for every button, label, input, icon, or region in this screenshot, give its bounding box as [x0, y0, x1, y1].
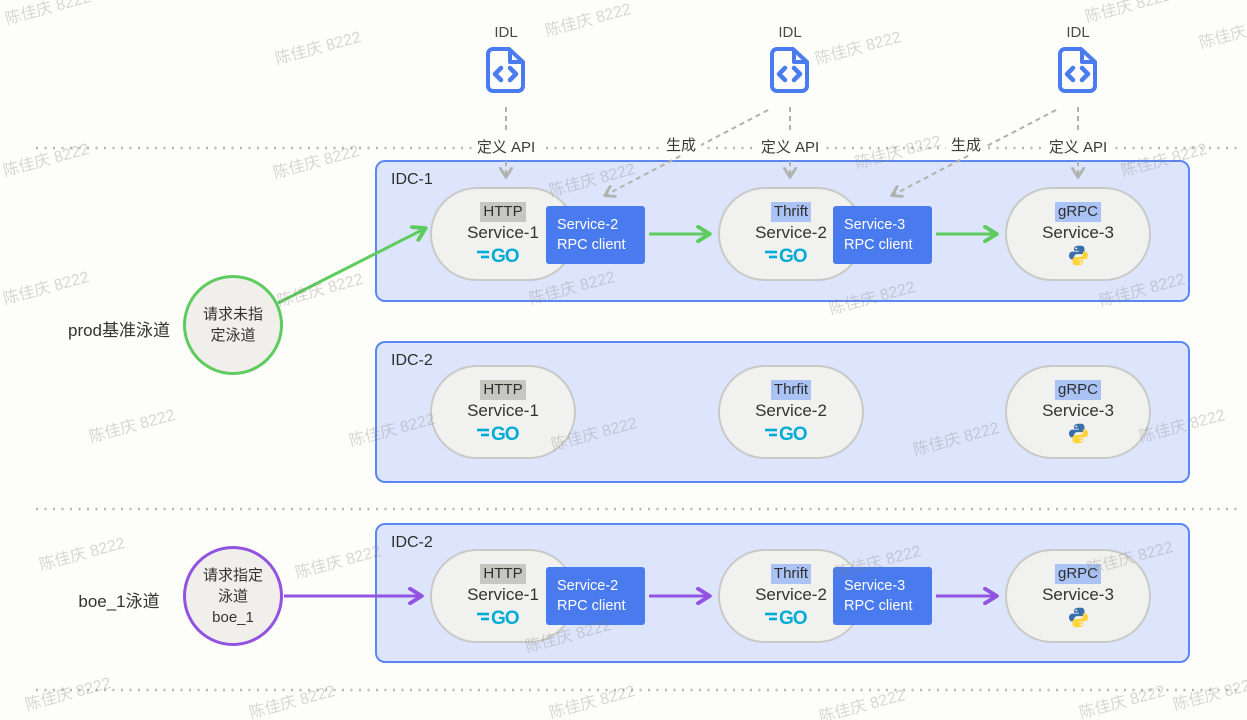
watermark: 陈佳庆 8222	[547, 683, 637, 720]
rpc-line: Service-2	[557, 578, 619, 594]
generate-label-2: 生成	[945, 134, 987, 155]
svg-text:GO: GO	[779, 608, 807, 627]
go-logo-icon: GO	[764, 422, 818, 445]
lane-label-boe1: boe_1泳道	[78, 592, 160, 611]
watermark: 陈佳庆 8222	[271, 143, 361, 183]
service-node-s1: HTTP Service-1 GO	[430, 549, 576, 643]
idl-label: IDL	[494, 24, 518, 41]
protocol-tag: Thrfit	[770, 379, 812, 400]
watermark: 陈佳庆 8222	[273, 29, 363, 69]
svg-text:GO: GO	[779, 424, 807, 443]
define-api-label-2: 定义 API	[755, 136, 825, 157]
rpc-line: RPC client	[557, 598, 626, 614]
service-name: Service-3	[1042, 400, 1114, 420]
watermark: 陈佳庆 8222	[817, 687, 907, 720]
service-node-s3: gRPC Service-3	[1005, 549, 1151, 643]
request-circle-prod: 请求未指 定泳道	[183, 275, 283, 375]
python-logo-icon	[1067, 244, 1090, 267]
svg-text:GO: GO	[779, 246, 807, 265]
idl-file-2: IDL	[746, 24, 834, 94]
rpc-client-box-s2: Service-2 RPC client	[546, 567, 645, 625]
protocol-tag: gRPC	[1054, 563, 1101, 584]
idc-box-label: IDC-2	[391, 352, 433, 369]
idl-label: IDL	[1066, 24, 1090, 41]
go-logo-icon: GO	[764, 606, 818, 629]
watermark: 陈佳庆 8222	[3, 0, 93, 29]
rpc-line: RPC client	[844, 598, 913, 614]
watermark: 陈佳庆 8222	[87, 407, 177, 447]
idl-file-1: IDL	[462, 24, 550, 94]
watermark: 陈佳庆 8222	[23, 675, 113, 715]
service-name: Service-2	[755, 222, 827, 242]
idl-document-icon	[770, 47, 809, 93]
service-node-s2: Thrfit Service-2 GO	[718, 365, 864, 459]
protocol-tag: HTTP	[480, 563, 526, 584]
request-circle-boe1: 请求指定 泳道 boe_1	[183, 546, 283, 646]
svg-text:GO: GO	[491, 424, 519, 443]
rpc-line: Service-3	[844, 217, 906, 233]
protocol-tag: gRPC	[1054, 379, 1101, 400]
protocol-tag: Thrift	[770, 563, 812, 584]
idl-document-icon	[486, 47, 525, 93]
idl-document-icon	[1058, 47, 1097, 93]
python-logo-icon	[1067, 422, 1090, 445]
circle-text-line: 定泳道	[210, 327, 256, 344]
watermark: 陈佳庆 8222	[275, 271, 365, 311]
service-name: Service-3	[1042, 222, 1114, 242]
watermark: 陈佳庆 8222	[1197, 13, 1247, 53]
service-node-s1: HTTP Service-1 GO	[430, 365, 576, 459]
rpc-line: Service-3	[844, 578, 906, 594]
circle-text-line: 泳道	[217, 587, 248, 605]
rpc-line: Service-2	[557, 217, 619, 233]
rpc-client-box-s3: Service-3 RPC client	[833, 567, 932, 625]
idl-file-3: IDL	[1034, 24, 1122, 94]
watermark: 陈佳庆 8222	[1, 269, 91, 309]
go-logo-icon: GO	[764, 244, 818, 267]
rpc-client-box-s2: Service-2 RPC client	[546, 206, 645, 264]
service-node-s3: gRPC Service-3	[1005, 365, 1151, 459]
watermark: 陈佳庆 8222	[1, 141, 91, 181]
svg-text:GO: GO	[491, 246, 519, 265]
generate-label-1: 生成	[660, 134, 702, 155]
idc-box-label: IDC-1	[391, 171, 433, 188]
watermark: 陈佳庆 8222	[1171, 675, 1247, 715]
protocol-tag: Thrift	[770, 201, 812, 222]
service-name: Service-2	[755, 400, 827, 420]
svg-text:GO: GO	[491, 608, 519, 627]
service-name: Service-2	[755, 584, 827, 604]
go-logo-icon: GO	[476, 244, 530, 267]
watermark: 陈佳庆 8222	[37, 535, 127, 575]
rpc-client-box-s3: Service-3 RPC client	[833, 206, 932, 264]
lane-label-prod: prod基准泳道	[67, 321, 171, 340]
service-node-s3: gRPC Service-3	[1005, 187, 1151, 281]
rpc-line: RPC client	[557, 237, 626, 253]
protocol-tag: HTTP	[480, 379, 526, 400]
rpc-line: RPC client	[844, 237, 913, 253]
circle-text-line: 请求指定	[202, 566, 263, 584]
protocol-tag: HTTP	[480, 201, 526, 222]
python-logo-icon	[1067, 606, 1090, 629]
watermark: 陈佳庆 8222	[293, 543, 383, 583]
service-name: Service-1	[467, 400, 539, 420]
idl-label: IDL	[778, 24, 802, 41]
protocol-tag: gRPC	[1054, 201, 1101, 222]
go-logo-icon: GO	[476, 422, 530, 445]
service-name: Service-3	[1042, 584, 1114, 604]
circle-text-line: boe_1	[212, 608, 254, 626]
circle-text-line: 请求未指	[202, 306, 263, 323]
define-api-label-3: 定义 API	[1043, 136, 1113, 157]
watermark: 陈佳庆 8222	[1077, 683, 1167, 720]
service-name: Service-1	[467, 222, 539, 242]
idc-box-label: IDC-2	[391, 534, 433, 551]
go-logo-icon: GO	[476, 606, 530, 629]
watermark: 陈佳庆 8222	[247, 683, 337, 720]
define-api-label-1: 定义 API	[471, 136, 541, 157]
service-name: Service-1	[467, 584, 539, 604]
watermark: 陈佳庆 8222	[543, 1, 633, 41]
